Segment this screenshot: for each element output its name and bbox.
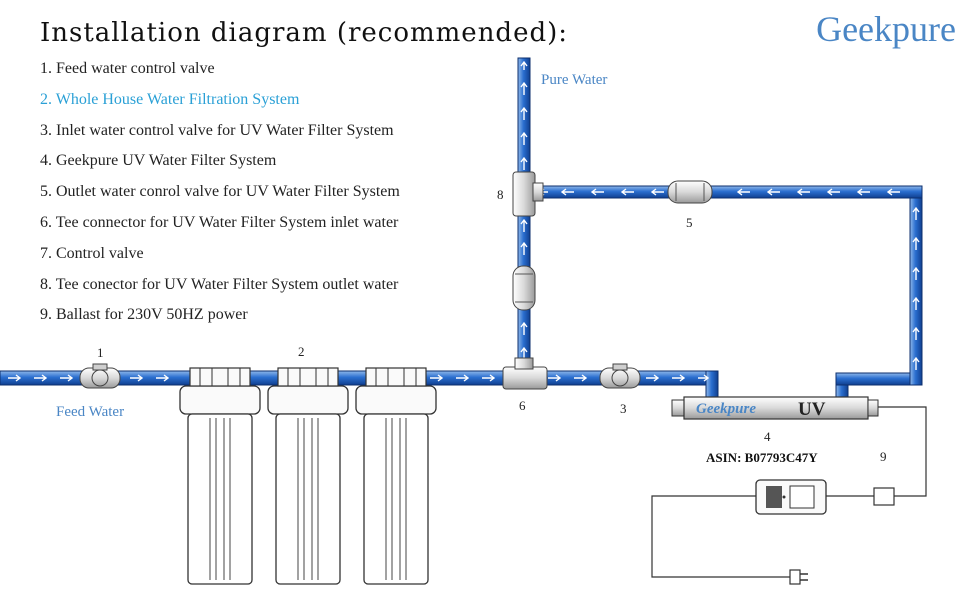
component-legend: 1. Feed water control valve 2. Whole Hou… xyxy=(40,58,400,335)
tee-connector-8 xyxy=(512,171,544,217)
callout-1: 1 xyxy=(97,345,104,360)
whole-house-filter-system xyxy=(179,367,437,585)
callout-2: 2 xyxy=(298,344,305,359)
feed-water-label: Feed Water xyxy=(56,404,124,420)
callout-5: 5 xyxy=(686,215,693,230)
pure-water-label: Pure Water xyxy=(541,72,607,88)
bypass-flow-arrows xyxy=(520,218,528,360)
return-flow-arrows xyxy=(538,188,900,196)
legend-item: 1. Feed water control valve xyxy=(40,60,215,77)
uv-inlet-control-valve-3 xyxy=(599,363,641,389)
pure-flow-arrows xyxy=(520,60,528,170)
legend-item: 4. Geekpure UV Water Filter System xyxy=(40,152,277,170)
feed-flow-arrows xyxy=(8,374,496,382)
inlet-flow-arrows xyxy=(548,374,710,382)
legend-item: 2. Whole House Water Filtration System xyxy=(40,90,300,108)
legend-item: 8. Tee conector for UV Water Filter Syst… xyxy=(40,275,399,293)
legend-item: 7. Control valve xyxy=(40,244,144,262)
legend-item: 9. Ballast for 230V 50HZ power xyxy=(40,306,248,324)
tee-connector-6 xyxy=(502,357,548,390)
callout-3: 3 xyxy=(620,401,627,416)
bypass-control-valve-7 xyxy=(512,265,536,311)
legend-item: 6. Tee connector for UV Water Filter Sys… xyxy=(40,213,399,231)
callout-8: 8 xyxy=(497,187,504,202)
uv-unit-label: UV xyxy=(798,399,826,420)
uv-unit-brand: Geekpure xyxy=(696,401,756,417)
brand-logo: Geekpure xyxy=(816,9,956,49)
callout-6: 6 xyxy=(519,398,526,413)
filter-housing xyxy=(179,367,261,585)
uv-outlet-control-valve-5 xyxy=(667,180,713,204)
uv-outlet-pipe xyxy=(835,372,923,386)
ballast-box xyxy=(755,479,827,515)
uv-water-filter-unit: Geekpure UV xyxy=(671,396,879,420)
feed-control-valve-1 xyxy=(79,363,121,389)
filter-housing xyxy=(355,367,437,585)
power-connector xyxy=(873,487,895,506)
flow-arrows xyxy=(8,60,920,382)
callout-9: 9 xyxy=(880,449,887,464)
asin-label: ASIN: B07793C47Y xyxy=(706,450,818,465)
legend-item: 5. Outlet water conrol valve for UV Wate… xyxy=(40,183,400,201)
pipe-network xyxy=(0,57,923,402)
callout-4: 4 xyxy=(764,429,771,444)
power-plug xyxy=(789,569,808,585)
power-wiring xyxy=(651,406,927,578)
filter-housing xyxy=(267,367,349,585)
riser-flow-arrows xyxy=(912,206,920,370)
page-title: Installation diagram (recommended): xyxy=(40,18,569,48)
legend-item: 3. Inlet water control valve for UV Wate… xyxy=(40,121,394,139)
